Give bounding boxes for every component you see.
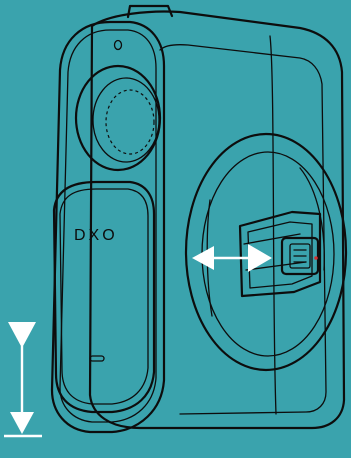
red-dot-icon <box>314 256 318 260</box>
brand-logo: DXO <box>74 227 118 244</box>
camera-body <box>90 6 344 428</box>
cover-slot <box>90 356 104 361</box>
lens-cover: DXO <box>54 182 154 412</box>
status-led-icon <box>115 41 122 50</box>
arrow-down-icon <box>4 322 42 436</box>
camera-lens <box>76 66 160 170</box>
